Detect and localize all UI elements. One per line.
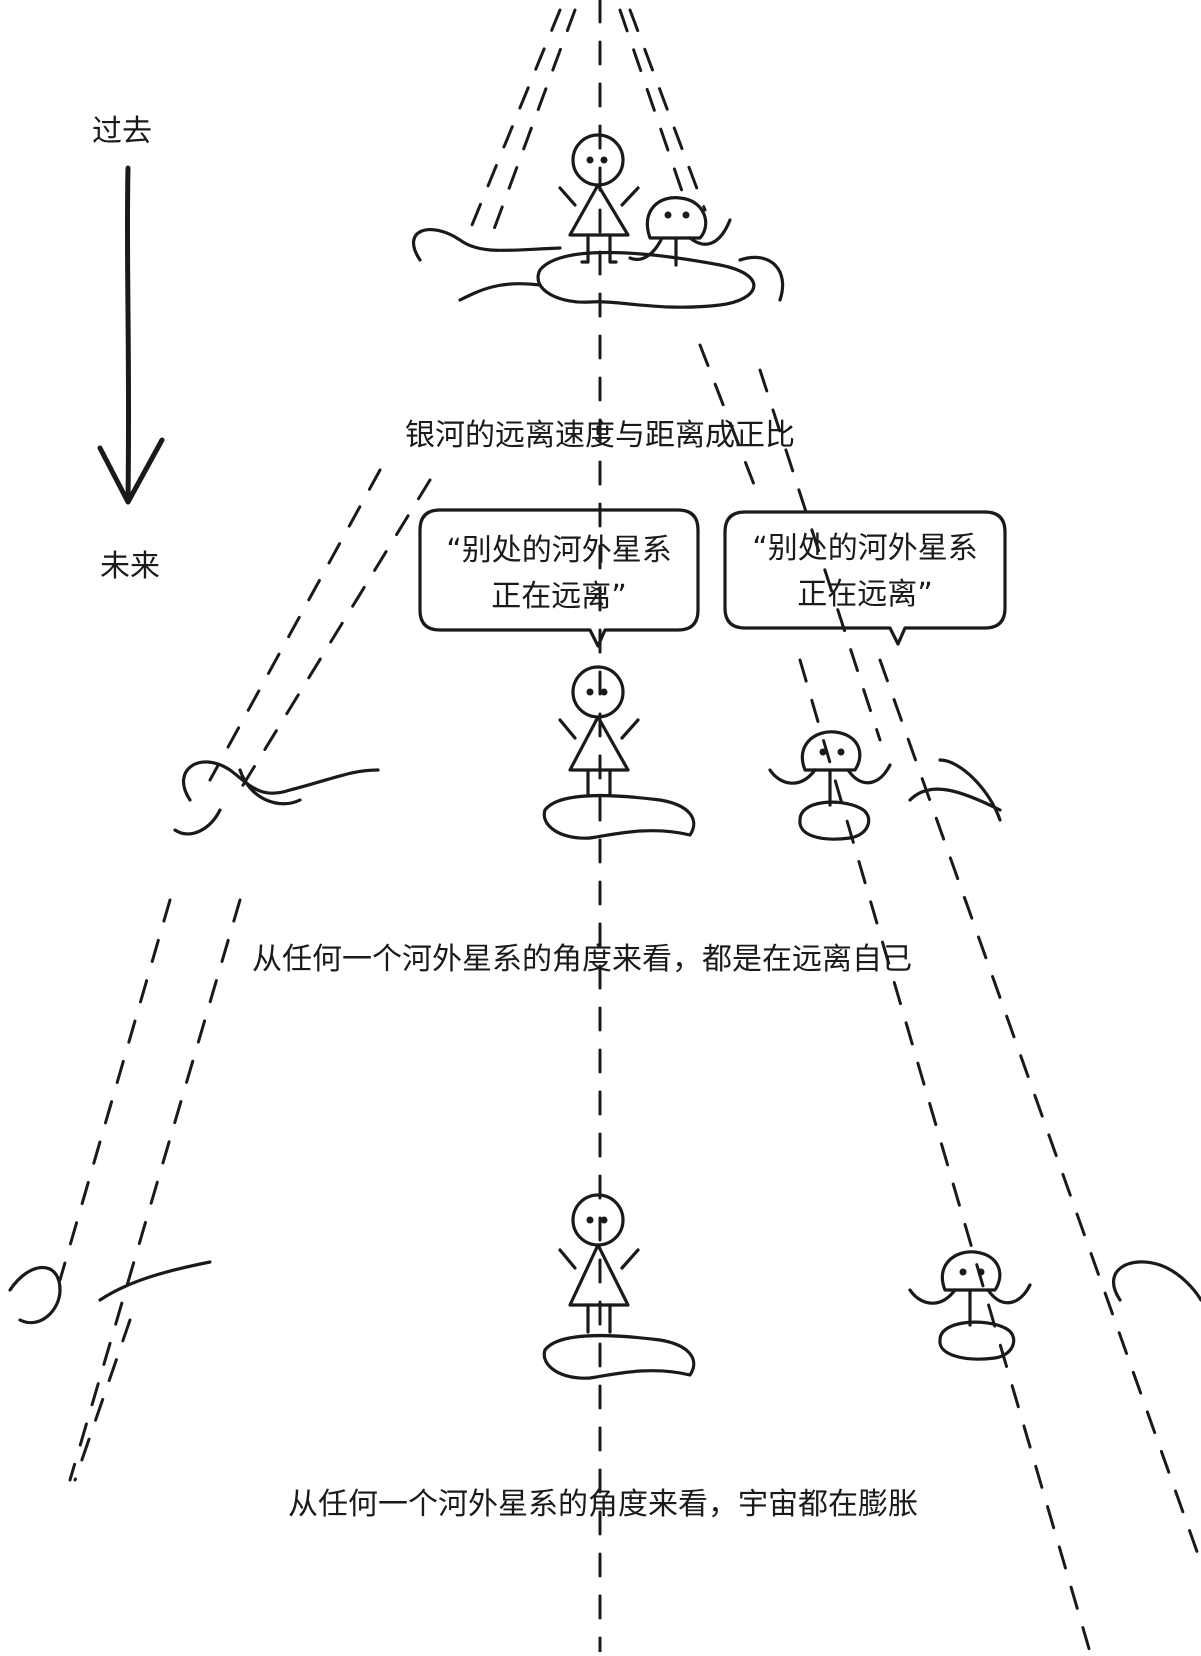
- bubble-left-line2: 正在远离”: [491, 579, 627, 614]
- bubble-right-line2: 正在远离”: [797, 577, 933, 612]
- bubble-right-text: “别处的河外星系 正在远离”: [735, 526, 995, 618]
- bubble-left-line1: “别处的河外星系: [446, 533, 672, 568]
- past-label: 过去: [92, 114, 152, 149]
- bubble-left-text: “别处的河外星系 正在远离”: [430, 528, 688, 620]
- middle-right-creature: [768, 730, 1002, 841]
- top-galaxy-group: [412, 133, 785, 309]
- middle-center-figure: [542, 665, 696, 840]
- caption-row2: 从任何一个河外星系的角度来看，都是在远离自己: [252, 942, 912, 977]
- time-arrow: [97, 165, 165, 505]
- middle-galaxy-left: [173, 760, 380, 836]
- speech-bubble-left: [418, 508, 700, 648]
- trajectory-lines: [58, 0, 1201, 1654]
- bottom-center-figure: [542, 1193, 696, 1380]
- caption-row3: 从任何一个河外星系的角度来看，宇宙都在膨胀: [288, 1487, 918, 1522]
- bottom-galaxy-left: [8, 1260, 212, 1325]
- speech-bubble-right: [723, 510, 1007, 646]
- bubble-right-line1: “别处的河外星系: [752, 531, 978, 566]
- caption-row1: 银河的远离速度与距离成正比: [405, 418, 795, 453]
- future-label: 未来: [100, 549, 160, 584]
- bottom-right-creature: [908, 1250, 1201, 1361]
